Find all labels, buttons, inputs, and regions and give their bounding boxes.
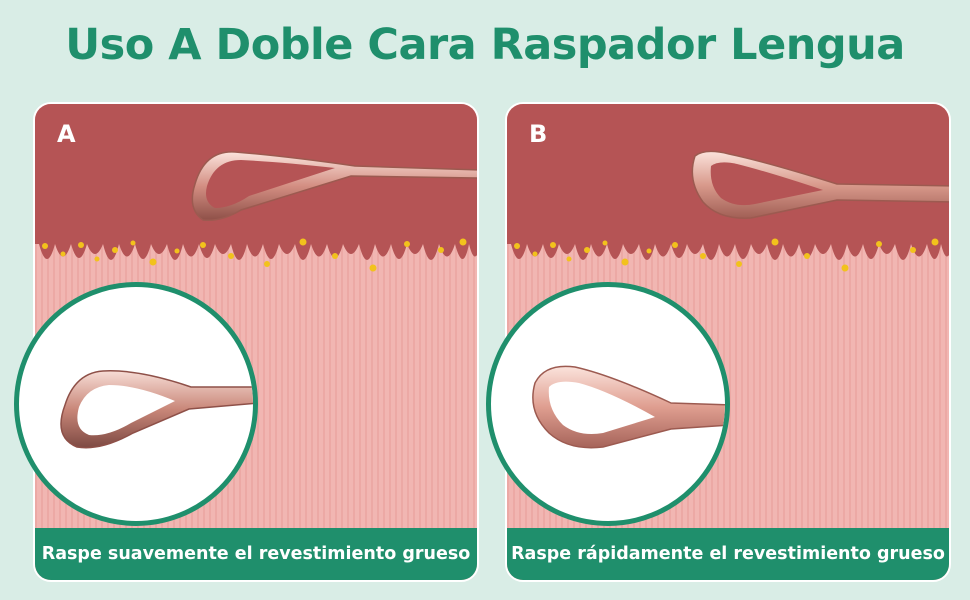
scraper-tool-b [691,150,949,219]
zoom-circle-a [14,282,258,526]
panel-letter-b: B [529,120,548,148]
page-title: Uso A Doble Cara Raspador Lengua [65,20,905,70]
caption-a: Raspe suavemente el revestimiento grueso [35,528,477,580]
scraper-closeup-b [532,365,725,449]
scraper-tool-a [191,151,477,222]
panel-letter-a: A [57,120,76,148]
zoom-circle-b [486,282,730,526]
scraper-closeup-a [60,370,253,449]
coating-dots [514,238,939,272]
caption-b: Raspe rápidamente el revestimiento grues… [507,528,949,580]
coating-dots [42,238,467,272]
